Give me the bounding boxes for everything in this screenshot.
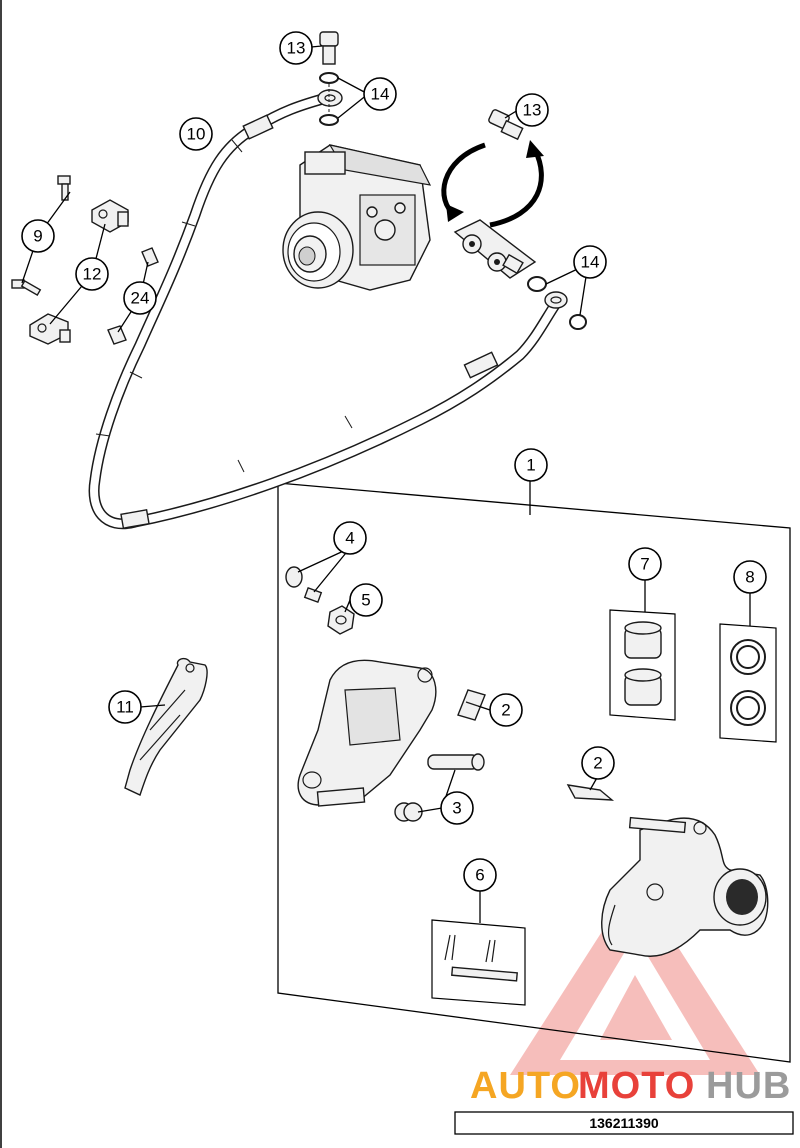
banjo-bolt-right [488, 109, 524, 141]
abs-modulator-unit [282, 144, 432, 291]
callout-7: 7 [628, 547, 662, 581]
svg-text:12: 12 [83, 265, 102, 284]
callout-3: 3 [440, 791, 474, 825]
pad-pin-kit-box [431, 919, 526, 1006]
rotation-arrow [441, 140, 544, 228]
caliper-housing [601, 816, 769, 957]
callout-2-spring-b: 2 [581, 746, 615, 780]
watermark-word-auto: AUTO [470, 1065, 581, 1107]
svg-text:14: 14 [371, 85, 390, 104]
callout-11: 11 [108, 690, 142, 724]
svg-text:9: 9 [33, 227, 42, 246]
brake-pad [124, 657, 208, 796]
watermark-logo [510, 880, 760, 1075]
svg-text:14: 14 [581, 253, 600, 272]
svg-text:4: 4 [345, 529, 354, 548]
callout-14-right: 14 [573, 245, 607, 279]
svg-text:8: 8 [745, 568, 754, 587]
watermark-text: AUTO MOTO HUB [470, 1065, 791, 1107]
bleeder-cap [327, 605, 355, 635]
svg-text:5: 5 [361, 591, 370, 610]
svg-text:13: 13 [287, 39, 306, 58]
callout-24: 24 [123, 281, 157, 315]
pad-spring-a [457, 689, 486, 721]
callout-13-right: 13 [515, 93, 549, 127]
svg-text:1: 1 [526, 456, 535, 475]
svg-text:13: 13 [523, 101, 542, 120]
brake-line-hose [88, 89, 568, 530]
guide-pin [427, 753, 485, 771]
callout-9: 9 [21, 219, 55, 253]
hose-clips [107, 247, 159, 345]
reference-number-box: 136211390 [454, 1111, 794, 1135]
callout-12: 12 [75, 257, 109, 291]
seal-ring-box [719, 623, 777, 743]
svg-text:2: 2 [593, 754, 602, 773]
reference-number: 136211390 [589, 1115, 659, 1131]
svg-text:10: 10 [187, 125, 206, 144]
pad-spring-b [566, 784, 615, 801]
callout-4: 4 [333, 521, 367, 555]
caliper-kit-frame [277, 482, 791, 1063]
callout-1: 1 [514, 448, 548, 482]
pin-bushing [394, 802, 423, 822]
callout-10: 10 [179, 117, 213, 151]
callout-2-spring-a: 2 [489, 693, 523, 727]
caliper-carrier [297, 659, 437, 807]
watermark-word-moto: MOTO [578, 1065, 695, 1107]
callout-5: 5 [349, 583, 383, 617]
abs-port-detail [453, 219, 537, 279]
svg-text:11: 11 [116, 698, 134, 717]
callout-14-top: 14 [363, 77, 397, 111]
svg-text:2: 2 [501, 701, 510, 720]
screw-set [11, 175, 71, 297]
callout-6: 6 [463, 858, 497, 892]
hose-clamp-holders [29, 199, 129, 345]
watermark-word-hub: HUB [706, 1065, 791, 1107]
bleeder-screw [285, 566, 323, 603]
svg-text:7: 7 [640, 555, 649, 574]
callout-13-top: 13 [279, 31, 313, 65]
piston-set-box [609, 609, 676, 721]
svg-text:6: 6 [475, 866, 484, 885]
svg-text:3: 3 [452, 799, 461, 818]
svg-text:24: 24 [131, 289, 150, 308]
banjo-bolt-top [319, 31, 339, 65]
callout-8: 8 [733, 560, 767, 594]
